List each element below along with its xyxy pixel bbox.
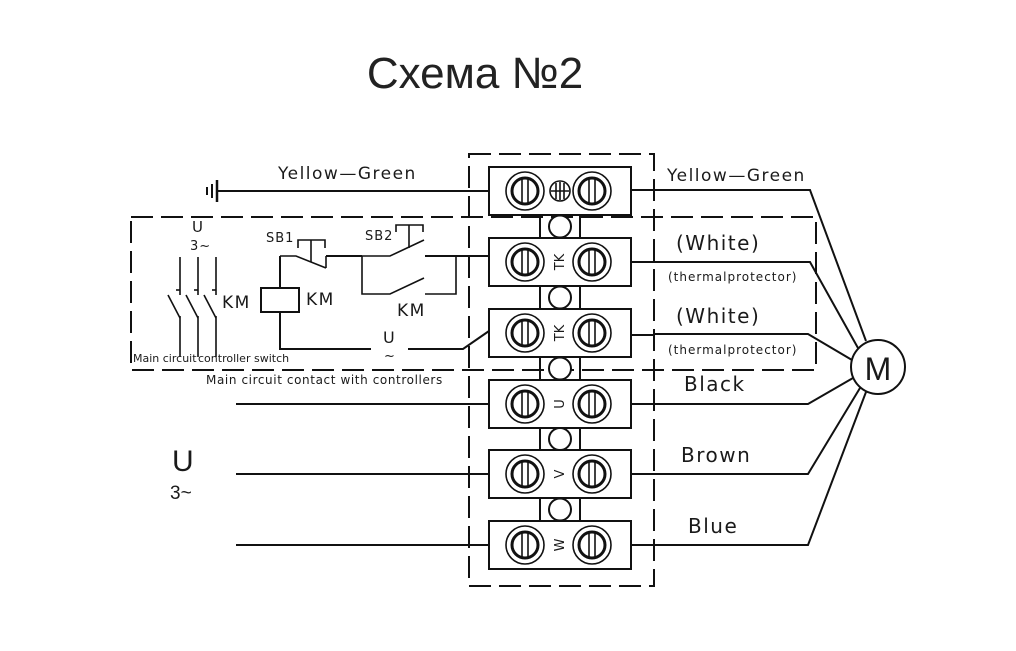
main-circuit-label: Main circuit xyxy=(133,352,197,365)
terminal-w: W xyxy=(488,520,632,570)
control-box-caption: Main circuit contact with controllers xyxy=(206,373,443,387)
motor-wires: Yellow—Green (White) (thermalprotector) (Wh… xyxy=(631,166,867,546)
wire-label-v: Brown xyxy=(681,443,751,467)
sb1-stop-button: SB1 xyxy=(266,231,327,269)
terminal-ground xyxy=(488,166,632,216)
wire-sublabel-tk2: (thermalprotector) xyxy=(668,343,797,357)
motor-wire-w xyxy=(654,391,867,546)
terminal-mark: W xyxy=(553,538,568,551)
earth-mark-icon xyxy=(549,180,571,202)
wire-label-w: Blue xyxy=(688,514,738,538)
sb2-start-button: SB2 xyxy=(362,224,489,257)
motor-wire-tk2 xyxy=(654,333,853,361)
terminal-mark: TK xyxy=(553,324,568,342)
controller-switch-label: controller switch xyxy=(198,352,289,365)
screw-icon xyxy=(505,242,545,282)
motor-label: M xyxy=(865,351,892,387)
motor-icon xyxy=(850,339,906,395)
motor-wire-v xyxy=(654,387,861,475)
control-supply-label: U xyxy=(192,218,204,236)
control-wire-left-bottom xyxy=(279,312,371,350)
terminal-separator-icon xyxy=(548,356,572,381)
screw-icon xyxy=(572,242,612,282)
screw-icon xyxy=(505,171,545,211)
terminal-separator-icon xyxy=(548,427,572,451)
ground-wire-left-label: Yellow—Green xyxy=(277,164,417,184)
control-supply-phase: 3~ xyxy=(190,239,211,254)
km-coil-label: KM xyxy=(306,290,335,310)
wire-sublabel-tk1: (thermalprotector) xyxy=(668,270,797,284)
motor-wire-ground xyxy=(654,189,867,342)
km-coil xyxy=(260,287,300,313)
wire-label-u: Black xyxy=(684,372,746,396)
wire-label-ground: Yellow—Green xyxy=(666,166,806,186)
terminal-block: TK TK U V W xyxy=(488,166,632,570)
terminal-mark: V xyxy=(553,469,568,478)
terminal-separator-icon xyxy=(548,497,572,522)
screw-icon xyxy=(572,454,612,494)
terminal-mark: U xyxy=(553,399,568,409)
motor-wire-tk1 xyxy=(654,261,859,349)
ground-icon xyxy=(206,180,219,202)
terminal-v: V xyxy=(488,449,632,499)
sb1-label: SB1 xyxy=(266,231,294,246)
motor-wire-u xyxy=(654,377,854,405)
wire-label-tk2: (White) xyxy=(676,304,760,328)
screw-icon xyxy=(572,313,612,353)
supply-phase-label: 3~ xyxy=(170,483,192,504)
terminal-u: U xyxy=(488,379,632,429)
screw-icon xyxy=(505,454,545,494)
control-wire-to-tk2 xyxy=(408,330,490,350)
sb2-label: SB2 xyxy=(365,229,393,244)
screw-icon xyxy=(572,384,612,424)
km-hold-contact-label: KM xyxy=(397,301,426,321)
control-voltage-label: U xyxy=(383,328,396,347)
wire-label-tk1: (White) xyxy=(676,231,760,255)
km-main-contacts: U 3~ KM xyxy=(167,218,251,357)
terminal-tk2: TK xyxy=(488,308,632,358)
diagram-title: Схема №2 xyxy=(367,49,583,98)
terminal-tk1: TK xyxy=(488,237,632,287)
supply-voltage-label: U xyxy=(172,445,194,478)
terminal-mark: TK xyxy=(553,253,568,271)
terminal-separator-icon xyxy=(548,285,572,310)
terminal-separator-icon xyxy=(548,214,572,239)
screw-icon xyxy=(505,313,545,353)
screw-icon xyxy=(572,171,612,211)
km-hold-contact: KM xyxy=(361,256,457,321)
screw-icon xyxy=(505,525,545,565)
control-circuit-enclosure xyxy=(130,216,817,371)
control-voltage-symbol: ~ xyxy=(384,349,396,364)
screw-icon xyxy=(505,384,545,424)
km-contacts-label: KM xyxy=(222,293,251,313)
screw-icon xyxy=(572,525,612,565)
